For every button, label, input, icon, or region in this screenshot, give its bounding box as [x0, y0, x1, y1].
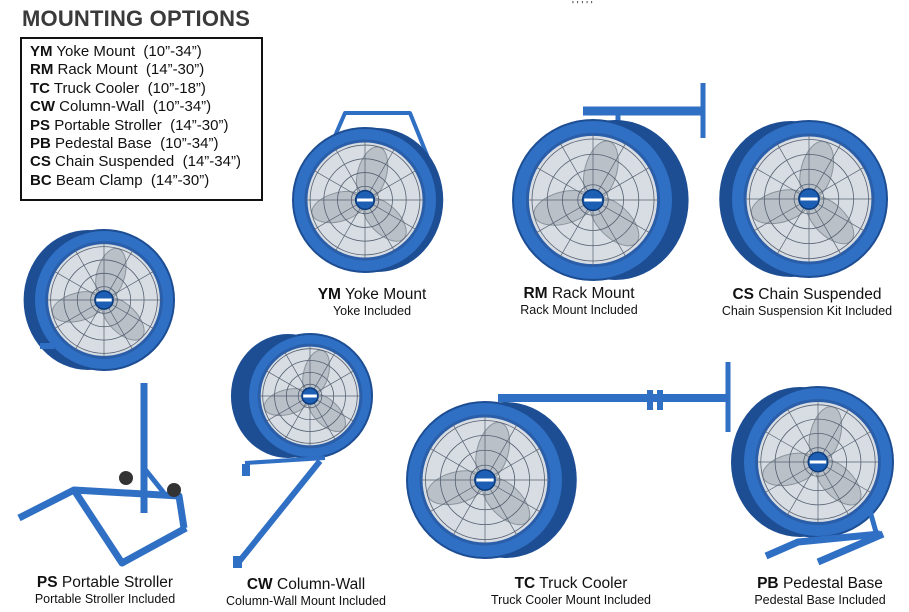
caption-yoke-mount: YM Yoke Mount Yoke Included	[317, 286, 427, 318]
top-text-fragment: ' ' ' ' '	[572, 0, 593, 11]
truck-cooler-fan-image	[406, 362, 731, 559]
fan-hub-label	[809, 460, 827, 464]
stroller-base-left	[17, 486, 188, 529]
portable-stroller-fan-image	[17, 229, 188, 567]
wall-foot	[233, 556, 242, 568]
pedestal-base-bar	[816, 530, 885, 566]
page-title: MOUNTING OPTIONS	[22, 6, 251, 31]
fan-hub-label	[96, 298, 112, 302]
stroller-wheel	[119, 471, 133, 485]
wall-plate	[242, 464, 250, 476]
legend-row-cs: CS Chain Suspended (14”-34”)	[30, 153, 241, 171]
pedestal-base-fan-image	[731, 386, 894, 566]
legend-row-bc: BC Beam Clamp (14”-30”)	[30, 171, 210, 189]
caption-rack-mount: RM Rack Mount Rack Mount Included	[520, 285, 638, 317]
fan-hub-label	[584, 198, 602, 202]
stroller-strut	[142, 466, 166, 495]
legend-row-ps: PS Portable Stroller (14”-30”)	[30, 116, 229, 134]
fan-hub-label	[800, 197, 818, 201]
caption-truck-cooler: TC Truck Cooler Truck Cooler Mount Inclu…	[490, 575, 652, 607]
caption-portable-stroller: PS Portable Stroller Portable Stroller I…	[34, 574, 176, 606]
legend-row-rm: RM Rack Mount (14”-30”)	[30, 61, 205, 79]
yoke-mount-fan-image	[292, 111, 444, 273]
stroller-wheel	[167, 483, 181, 497]
caption-chain-suspended: CS Chain Suspended Chain Suspension Kit …	[721, 286, 893, 318]
fan-hub-label	[357, 198, 373, 202]
caption-pedestal-base: PB Pedestal Base Pedestal Base Included	[754, 575, 886, 607]
rack-mount-fan-image	[512, 83, 706, 281]
chain-suspended-fan-image	[719, 120, 888, 278]
column-wall-fan-image	[230, 333, 373, 568]
wall-bracket-top	[244, 456, 326, 465]
caption-column-wall: CW Column-Wall Column-Wall Mount Include…	[225, 576, 387, 608]
fan-hub-label	[303, 394, 317, 398]
pedestal-base-bar	[764, 530, 881, 560]
legend-row-tc: TC Truck Cooler (10”-18”)	[30, 79, 206, 97]
legend-row-pb: PB Pedestal Base (10”-34”)	[30, 135, 219, 153]
stroller-base-right	[71, 488, 188, 567]
legend-row-cw: CW Column-Wall (10”-34”)	[30, 98, 212, 116]
fan-hub-label	[476, 478, 494, 482]
mounting-legend: YM Yoke Mount (10”-34”) RM Rack Mount (1…	[20, 37, 263, 201]
wall-bracket-arm	[235, 459, 323, 565]
legend-row-ym: YM Yoke Mount (10”-34”)	[30, 43, 202, 60]
